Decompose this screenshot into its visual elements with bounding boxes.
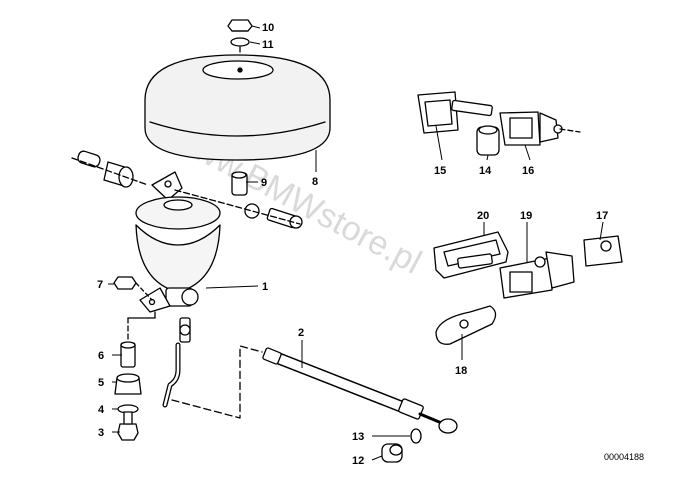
washer-top [230,37,250,47]
callout-19: 19 [520,210,532,222]
clip-14 [476,125,500,156]
callout-4: 4 [98,404,105,416]
washer-9 [244,203,260,219]
clip-17 [583,235,623,267]
callout-1: 1 [262,281,268,293]
callout-20: 20 [477,210,489,222]
seal-ring-13 [410,428,422,444]
callout-14: 14 [479,165,492,177]
callout-3: 3 [98,427,104,439]
clamp-15 [417,91,459,134]
cap-nut-12 [381,443,403,463]
cover-dome [144,54,331,161]
clamp-19 [499,251,575,299]
pressure-hose [262,347,458,434]
callout-8: 8 [312,176,318,188]
nut-top [227,19,253,32]
rubber-bushing-left [103,161,134,188]
callout-17: 17 [596,210,608,222]
callout-15: 15 [434,165,446,177]
bolt-stud-left [77,150,101,168]
pressure-pipe [162,317,191,408]
callout-6: 6 [98,350,104,362]
spacer-sleeve-6 [120,341,136,368]
bolt-9 [266,207,303,229]
pressure-accumulator [135,171,221,313]
callout-12: 12 [352,455,364,467]
callout-9: 9 [261,177,267,189]
callout-2: 2 [298,327,304,339]
threaded-rod-15 [451,99,493,117]
callout-7: 7 [97,279,103,291]
callout-5: 5 [98,377,104,389]
callout-13: 13 [352,431,364,443]
bolt-3 [117,411,139,441]
drawing-code: 00004188 [604,452,644,462]
clamp-16 [499,111,563,146]
clamp-bracket-20 [433,231,509,279]
callout-11: 11 [262,39,274,51]
callout-10: 10 [262,22,274,34]
clip-18 [435,305,497,345]
callout-16: 16 [522,165,534,177]
nut-7 [113,276,137,290]
callout-18: 18 [455,365,467,377]
rubber-mount-5 [114,373,142,395]
spacer-sleeve [231,171,248,196]
